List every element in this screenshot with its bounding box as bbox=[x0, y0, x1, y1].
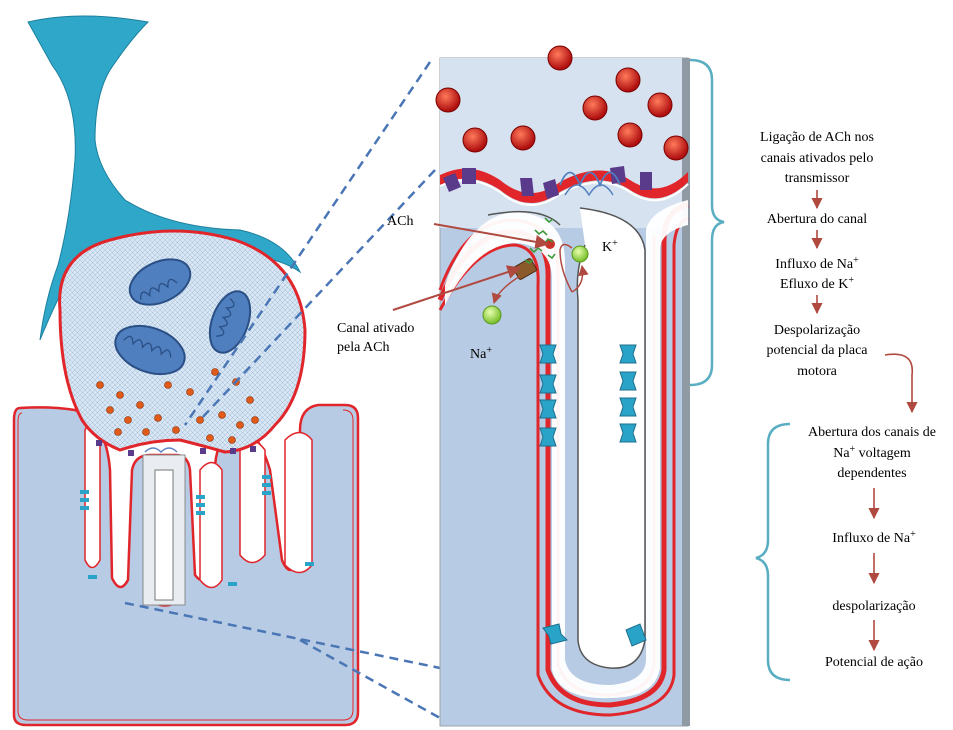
bracket-top bbox=[690, 60, 724, 385]
step-6-line-1: Influxo de Na+ bbox=[832, 529, 916, 546]
step-3-line-2: Efluxo de K+ bbox=[780, 275, 854, 292]
k-ion bbox=[572, 246, 588, 262]
step-1-line-1: Ligação de ACh nos bbox=[760, 130, 874, 145]
na-ion bbox=[483, 306, 501, 324]
step-4-line-2: potencial da placa bbox=[766, 343, 868, 358]
bracket-bottom bbox=[756, 424, 790, 680]
step-4-line-3: motora bbox=[797, 364, 837, 379]
flow-arrow bbox=[885, 354, 912, 412]
step-2-line-1: Abertura do canal bbox=[767, 212, 867, 227]
step-7-line-1: despolarização bbox=[832, 599, 915, 614]
junctional-fold bbox=[285, 433, 312, 573]
step-5-line-3: dependentes bbox=[837, 466, 906, 481]
junctional-fold bbox=[240, 441, 265, 563]
label-canal-line2: pela ACh bbox=[337, 340, 390, 355]
step-1-line-2: canais ativados pelo bbox=[761, 151, 874, 166]
nerve-terminal bbox=[28, 16, 305, 456]
label-ach: ACh bbox=[387, 214, 413, 229]
step-4-line-1: Despolarização bbox=[774, 323, 860, 338]
step-3-line-1: Influxo de Na+ bbox=[775, 255, 859, 272]
label-canal-line1: Canal ativado bbox=[337, 321, 414, 336]
step-5-line-2: Na+ voltagem bbox=[833, 444, 911, 461]
zoom-panel bbox=[393, 46, 690, 726]
step-8-line-1: Potencial de ação bbox=[825, 655, 923, 670]
junctional-fold bbox=[200, 463, 222, 588]
step-1-line-3: transmissor bbox=[785, 171, 850, 186]
step-5-line-1: Abertura dos canais de bbox=[808, 425, 936, 440]
muscle-fiber-overview bbox=[14, 405, 358, 725]
process-steps: Ligação de ACh nos canais ativados pelo tr… bbox=[760, 130, 936, 670]
